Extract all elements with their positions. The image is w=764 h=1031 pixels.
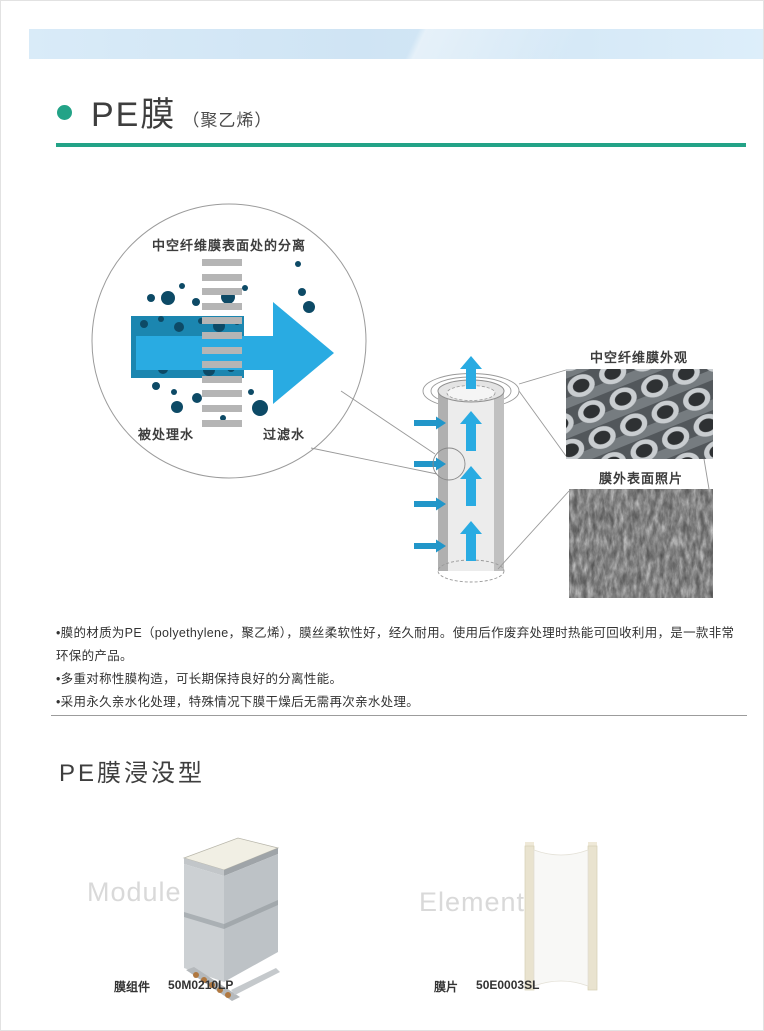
membrane-surface-photo: 膜外表面照片: [569, 471, 713, 598]
element-watermark: Element: [419, 887, 526, 917]
title-underline: [56, 143, 746, 147]
element-name: 膜片: [434, 980, 459, 994]
module-name: 膜组件: [114, 980, 151, 994]
wall-zoom-circle: [432, 447, 466, 481]
membrane-element-image: [524, 842, 598, 991]
feature-bullet: •多重对称性膜构造，可长期保持良好的分离性能。: [56, 672, 343, 686]
page-title-main: PE膜: [91, 96, 177, 134]
inflow-side-arrows: [414, 416, 446, 553]
membrane-separation-diagram: 中空纤维膜表面处的分离: [91, 203, 713, 598]
membrane-surface-label: 膜外表面照片: [599, 471, 683, 486]
module-label: 膜组件 50M0210LP: [114, 978, 233, 995]
connector-lines-fiber-to-photos: [497, 369, 710, 570]
title-bullet-dot: [57, 105, 72, 120]
module-code: 50M0210LP: [168, 978, 234, 992]
feature-bullet: •膜的材质为PE（polyethylene，聚乙烯），膜丝柔软性好，经久耐用。使…: [56, 626, 735, 663]
membrane-module-image: [182, 837, 280, 1001]
filtered-water-label: 过滤水: [263, 427, 305, 442]
top-decorative-bar: [29, 29, 763, 59]
fiber-appearance-photo: 中空纤维膜外观: [566, 350, 713, 459]
permeate-up-arrows: [460, 356, 482, 561]
connector-lines-circle-to-fiber: [310, 390, 438, 475]
feature-bullets: •膜的材质为PE（polyethylene，聚乙烯），膜丝柔软性好，经久耐用。使…: [56, 622, 736, 714]
element-code: 50E0003SL: [476, 978, 540, 992]
section-title: PE膜浸没型: [59, 760, 206, 787]
page-title: PE膜 （聚乙烯）: [91, 87, 272, 136]
fiber-appearance-label: 中空纤维膜外观: [590, 350, 688, 365]
circle-title-label: 中空纤维膜表面处的分离: [152, 238, 306, 253]
element-label: 膜片 50E0003SL: [434, 978, 539, 995]
module-watermark: Module: [87, 877, 182, 907]
feature-bullet: •采用永久亲水化处理，特殊情况下膜干燥后无需再次亲水处理。: [56, 695, 420, 709]
feed-water-label: 被处理水: [137, 427, 194, 442]
section-divider: [51, 715, 747, 716]
page-title-suffix: （聚乙烯）: [182, 111, 273, 130]
membrane-dashes: [202, 259, 242, 427]
